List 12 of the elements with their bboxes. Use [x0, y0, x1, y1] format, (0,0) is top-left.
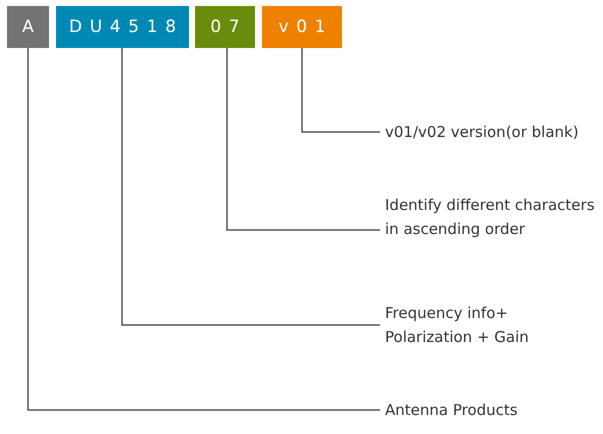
description-text: Frequency info+ Polarization + Gain — [385, 301, 597, 349]
leader-line — [121, 48, 380, 326]
description-text: v01/v02 version(or blank) — [385, 120, 597, 144]
code-segment: 07 — [195, 6, 255, 48]
code-segment: DU4518 — [56, 6, 189, 48]
code-segment: v01 — [262, 6, 342, 48]
leader-line — [226, 48, 380, 231]
description-text: Identify different characters in ascending order — [385, 193, 597, 241]
leader-line — [301, 48, 380, 133]
code-segment: A — [7, 6, 49, 48]
description-text: Antenna Products — [385, 398, 597, 422]
leader-line — [27, 48, 380, 411]
